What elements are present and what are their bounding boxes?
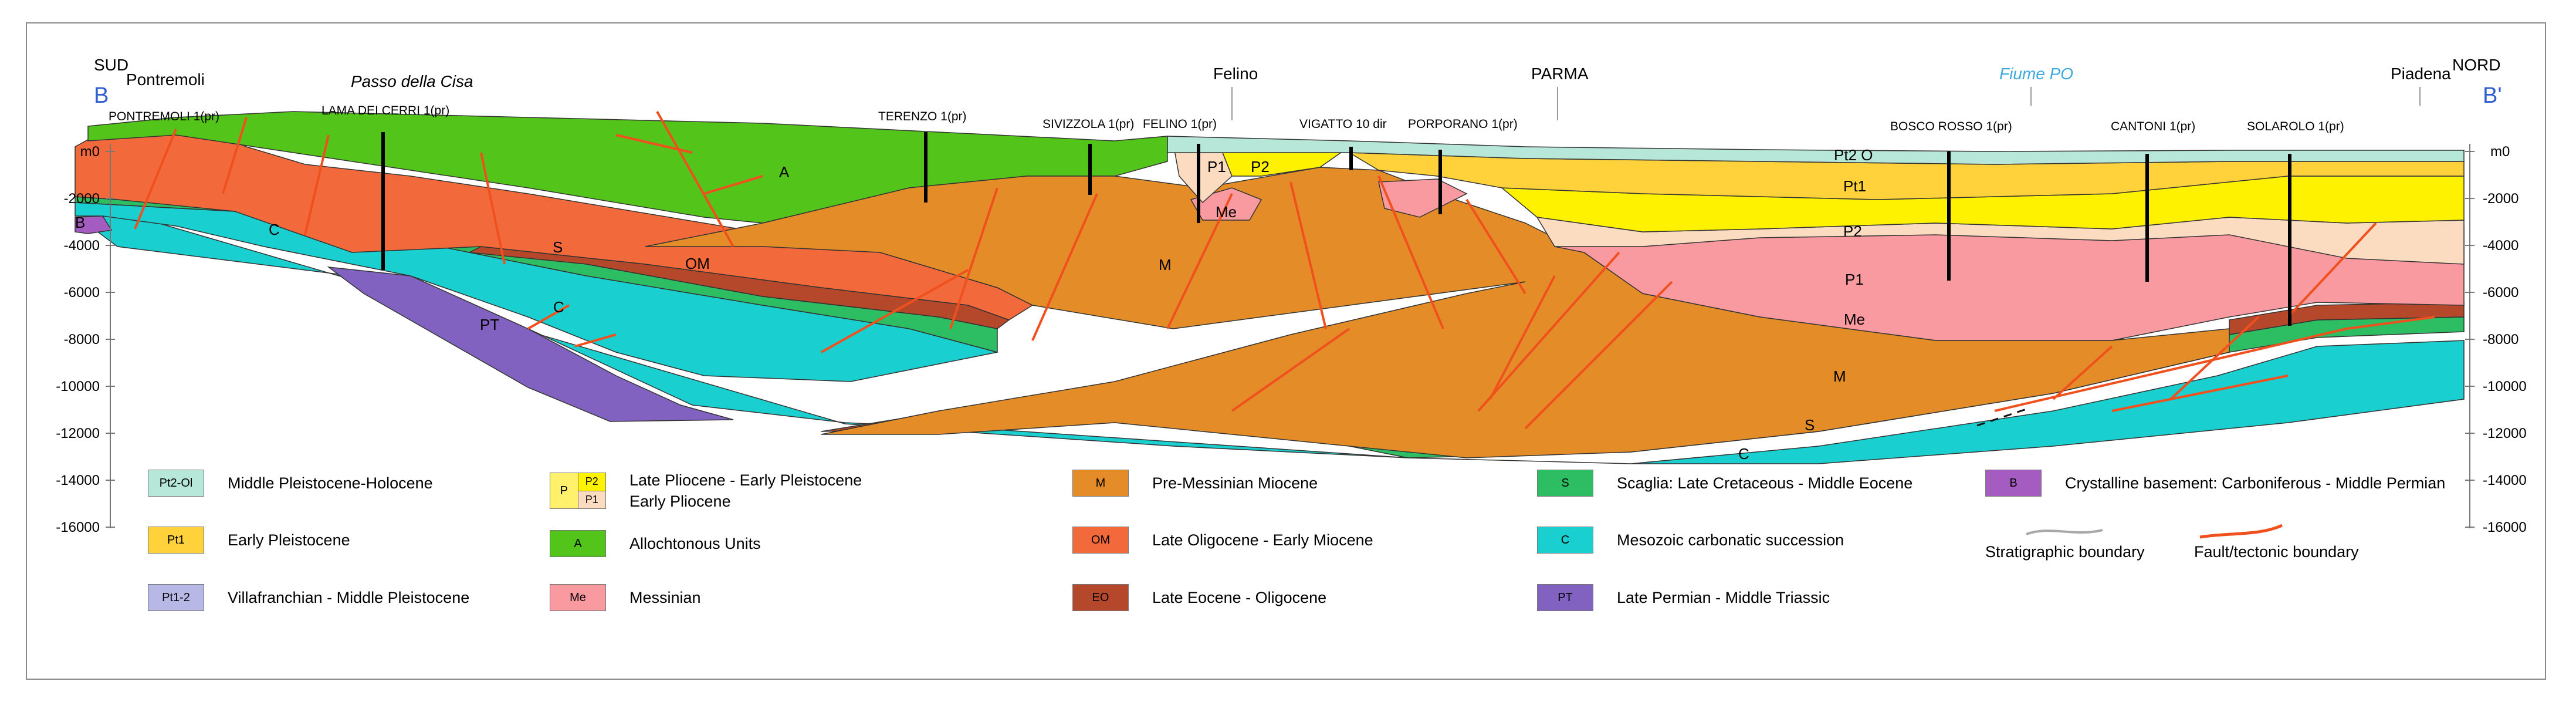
depth-label-right-5: -10000 [2483, 379, 2527, 394]
well-solarolo: SOLAROLO 1(pr) [2247, 120, 2344, 133]
depth-label-left-7: -14000 [56, 473, 100, 488]
depth-label-right-8: -16000 [2483, 520, 2527, 535]
unit-messinian-porporano [1378, 178, 1468, 218]
well-pontremoli: PONTREMOLI 1(pr) [109, 110, 219, 123]
depth-label-right-3: -6000 [2483, 285, 2519, 301]
depth-label-right-2: -4000 [2483, 238, 2519, 254]
unit-label-pt2o: Pt2 O [1834, 146, 1873, 164]
left-section-mark: B [94, 83, 109, 108]
depth-label-right-1: -2000 [2483, 191, 2519, 207]
unit-label-a: A [779, 163, 790, 181]
unit-label-s-left: S [553, 238, 563, 256]
unit-label-me: Me [1844, 311, 1865, 328]
unit-label-p2: P2 [1843, 222, 1862, 240]
unit-label-m: M [1159, 256, 1172, 274]
place-pontremoli: Pontremoli [126, 70, 205, 89]
unit-label-c-left: C [269, 221, 280, 238]
unit-permian-triassic [327, 266, 734, 422]
right-direction: NORD [2452, 56, 2500, 74]
depth-label-left-1: -2000 [64, 191, 100, 207]
right-section-mark: B' [2483, 83, 2502, 108]
unit-label-pt: PT [480, 316, 499, 333]
well-cantoni: CANTONI 1(pr) [2111, 120, 2195, 133]
depth-label-right-0: m0 [2490, 144, 2510, 160]
unit-label-c-right: C [1738, 445, 1749, 463]
depth-label-right-7: -14000 [2483, 473, 2527, 488]
well-bosco-rosso: BOSCO ROSSO 1(pr) [1890, 120, 2012, 133]
unit-middle-pleistocene-holocene [1167, 136, 2465, 165]
unit-label-me-felino: Me [1216, 203, 1237, 221]
fault-lines [134, 111, 2435, 430]
unit-label-p2-felino: P2 [1251, 158, 1270, 176]
depth-label-right-6: -12000 [2483, 426, 2527, 441]
depth-label-left-4: -8000 [64, 332, 100, 348]
unit-label-om: OM [685, 255, 710, 272]
unit-label-pt1: Pt1 [1843, 177, 1866, 195]
place-piadena: Piadena [2391, 65, 2451, 83]
well-felino: FELINO 1(pr) [1143, 117, 1217, 131]
depth-label-left-6: -12000 [56, 426, 100, 441]
depth-ticks [106, 151, 2475, 528]
place-parma: PARMA [1531, 65, 1589, 83]
unit-label-s-right: S [1805, 416, 1815, 434]
well-lines [381, 132, 2291, 326]
well-vigatto: VIGATTO 10 dir [1299, 117, 1387, 131]
place-cisa: Passo della Cisa [351, 72, 473, 90]
unit-label-b: B [75, 214, 85, 231]
unit-label-p1: P1 [1845, 271, 1864, 288]
unit-allochtonous [87, 111, 1168, 224]
place-fiume-po: Fiume PO [1999, 65, 2073, 83]
unit-label-p1-felino: P1 [1207, 158, 1226, 176]
depth-label-left-0: m0 [80, 144, 100, 160]
depth-label-left-5: -10000 [56, 379, 100, 394]
depth-label-left-3: -6000 [64, 285, 100, 301]
place-felino: Felino [1213, 65, 1258, 83]
stratigraphic-dashed [1976, 407, 2030, 427]
depth-label-left-8: -16000 [56, 520, 100, 535]
well-lama-dei-cerri: LAMA DEI CERRI 1(pr) [321, 104, 449, 117]
well-sivizzola: SIVIZZOLA 1(pr) [1042, 117, 1134, 131]
well-porporano: PORPORANO 1(pr) [1408, 117, 1518, 131]
depth-label-right-4: -8000 [2483, 332, 2519, 348]
well-terenzo: TERENZO 1(pr) [878, 110, 967, 123]
place-ticks [1231, 87, 2421, 120]
left-direction: SUD [94, 56, 128, 74]
unit-label-m-right: M [1833, 367, 1846, 385]
depth-label-left-2: -4000 [64, 238, 100, 254]
figure-frame [26, 22, 2546, 680]
unit-label-c-mid: C [553, 298, 564, 316]
